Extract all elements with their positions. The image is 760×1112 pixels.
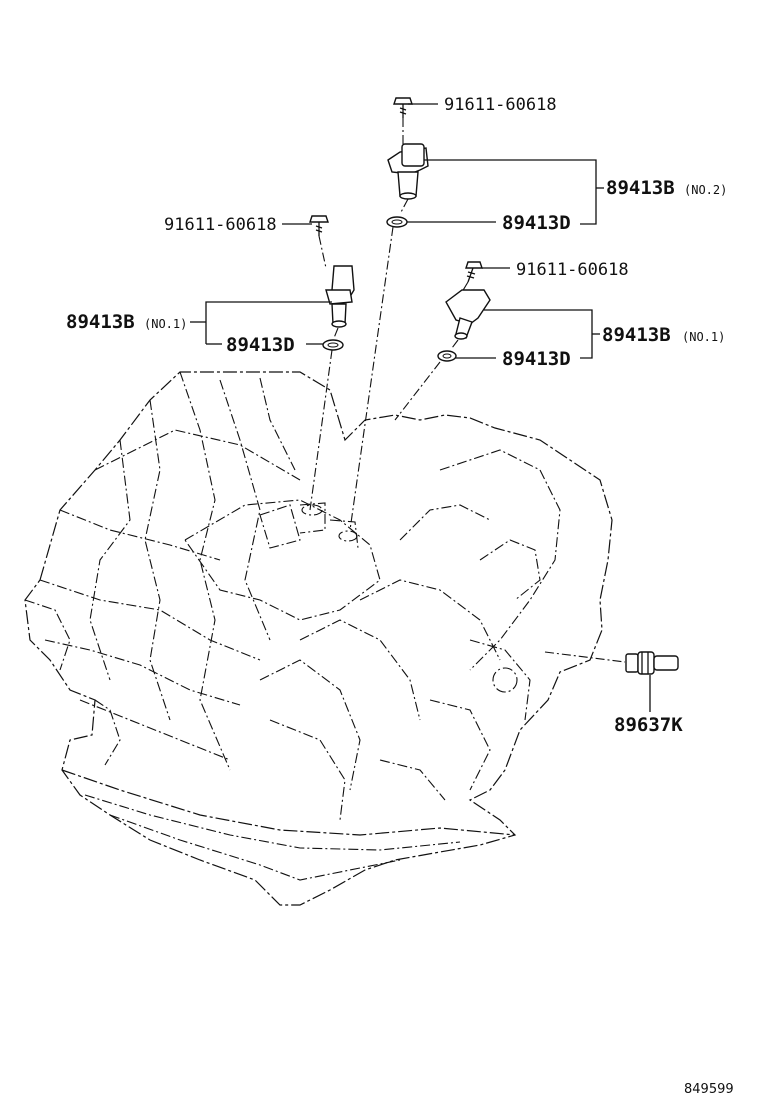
speed-switch (544, 651, 679, 712)
callout-oring-top: 89413D (502, 212, 571, 234)
oring-top-icon (386, 216, 408, 228)
callout-speed-switch: 89637K (614, 714, 683, 736)
callout-sensor-right-suffix: (NO.1) (682, 330, 725, 344)
callout-sensor-no2: 89413B (606, 177, 675, 199)
transaxle-housing (24, 371, 613, 906)
speed-sensor-right (394, 261, 491, 421)
callout-bolt-top: 91611-60618 (444, 95, 557, 115)
callout-oring-right: 89413D (502, 348, 571, 370)
callout-sensor-left-suffix: (NO.1) (144, 317, 187, 331)
speed-sensor-left (309, 215, 355, 511)
oring-right-icon (437, 350, 457, 362)
callout-bolt-right: 91611-60618 (516, 260, 629, 280)
bolt-top-icon (393, 97, 413, 118)
leader-lines (190, 103, 604, 359)
speed-sensor-no2 (349, 97, 429, 531)
callout-sensor-right: 89413B (602, 324, 671, 346)
sensor-right-icon (445, 289, 491, 340)
callout-sensor-no2-suffix: (NO.2) (684, 183, 727, 197)
sensor-left-icon (325, 265, 355, 328)
bolt-left-icon (309, 215, 329, 236)
callout-oring-left: 89413D (226, 334, 295, 356)
callout-sensor-left: 89413B (66, 311, 135, 333)
sensor-no2-icon (387, 143, 429, 200)
callout-bolt-left: 91611-60618 (164, 215, 277, 235)
figure-id: 849599 (684, 1082, 734, 1097)
bolt-right-icon (465, 261, 483, 283)
speed-switch-icon (625, 651, 679, 675)
oring-left-icon (322, 339, 344, 351)
